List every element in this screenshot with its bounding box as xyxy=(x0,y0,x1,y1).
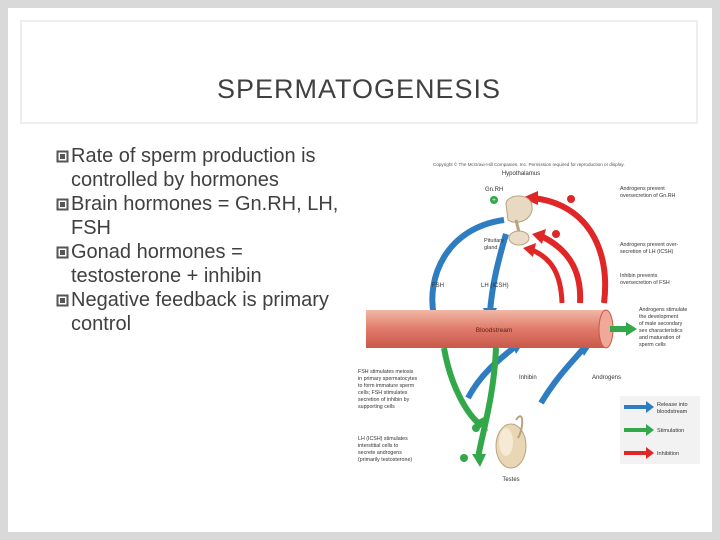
bullet-item: Negative feedback is primary control xyxy=(56,288,357,336)
plus-sign-icon xyxy=(460,454,468,462)
pituitary-gland-shape xyxy=(508,230,530,246)
androgens-stimulate-line-4: sex characteristics xyxy=(639,328,683,334)
androgen-stimulation-arrowhead-icon xyxy=(626,322,637,336)
slide-title: SPERMATOGENESIS xyxy=(216,74,502,104)
checkbox-bullet-icon xyxy=(56,294,69,307)
lh-text-line-3: secrete androgens xyxy=(358,450,402,456)
legend-inhibition-label: Inhibition xyxy=(657,451,679,457)
plus-sign-icon xyxy=(472,424,480,432)
fsh-label: FSH xyxy=(432,283,444,289)
androgens-label: Androgens xyxy=(592,375,621,381)
androgens-gnrh-line-2: oversecretion of Gn.RH xyxy=(620,193,676,199)
hypothalamus-label: Hypothalamus xyxy=(502,171,540,177)
androgen-release-arrow xyxy=(538,346,587,405)
hormone-feedback-diagram: Copyright © The McGraw-Hill Companies, I… xyxy=(356,158,702,484)
checkbox-bullet-icon xyxy=(56,198,69,211)
bullet-text: Negative feedback is primary control xyxy=(71,289,329,335)
androgens-lh-line-1: Androgens prevent over- xyxy=(620,242,679,248)
inhibin-label: Inhibin xyxy=(519,375,537,381)
fsh-release-arrow xyxy=(429,217,505,317)
androgens-lh-line-2: secretion of LH (ICSH) xyxy=(620,249,674,255)
fsh-inhibition-arrowhead-icon xyxy=(523,243,536,257)
lh-text-line-2: interstitial cells to xyxy=(358,443,398,449)
fsh-text-line-5: secretion of inhibin by xyxy=(358,397,410,403)
copyright-text: Copyright © The McGraw-Hill Companies, I… xyxy=(433,161,625,167)
bullet-text: Brain hormones = Gn.RH, LH, FSH xyxy=(71,193,339,239)
lh-inhibition-arrow xyxy=(539,233,584,304)
checkbox-bullet-icon xyxy=(56,246,69,259)
bullet-item: Gonad hormones = testosterone + inhibin xyxy=(56,240,357,288)
bullet-text: Rate of sperm production is controlled b… xyxy=(71,145,316,191)
legend-stimulation-label: Stimulation xyxy=(657,428,684,434)
inhibin-prevents-line-2: oversecretion of FSH xyxy=(620,280,670,286)
minus-sign-icon xyxy=(567,195,575,203)
fsh-text-line-2: in primary spermatocytes xyxy=(358,376,418,382)
androgens-stimulate-line-6: sperm cells xyxy=(639,342,666,348)
lh-text-line-4: (primarily testosterone) xyxy=(358,457,412,463)
bullet-item: Brain hormones = Gn.RH, LH, FSH xyxy=(56,192,357,240)
gnrh-inhibition-arrowhead-icon xyxy=(522,191,538,205)
fsh-text-line-4: cells; FSH stimulates xyxy=(358,390,408,396)
bullet-item: Rate of sperm production is controlled b… xyxy=(56,144,357,192)
lh-release-arrow xyxy=(487,233,509,313)
gnrh-label: Gn.RH xyxy=(485,187,503,193)
androgens-gnrh-line-1: Androgens prevent xyxy=(620,186,665,192)
legend-stimulation-arrow-icon xyxy=(624,424,654,436)
bullet-list: Rate of sperm production is controlled b… xyxy=(56,144,357,336)
hypothalamus-shape xyxy=(505,195,533,223)
lh-text-line-1: LH (ICSH) stimulates xyxy=(358,436,408,442)
androgens-stimulate-line-3: of male secondary xyxy=(639,321,683,327)
androgens-stimulate-line-1: Androgens stimulate xyxy=(639,307,687,313)
legend-release-line-2: bloodstream xyxy=(657,409,688,415)
inhibin-release-arrow xyxy=(465,343,518,400)
androgens-stimulate-line-5: and maturation of xyxy=(639,335,681,341)
checkbox-bullet-icon xyxy=(56,150,69,163)
testes-highlight xyxy=(499,428,513,456)
minus-sign-icon xyxy=(552,230,560,238)
pituitary-label-1: Pituitary xyxy=(484,238,504,244)
fsh-text-line-6: supporting cells xyxy=(358,404,395,410)
title-box: SPERMATOGENESIS xyxy=(20,20,698,124)
legend-release-line-1: Release into xyxy=(657,402,688,408)
bullet-text: Gonad hormones = testosterone + inhibin xyxy=(71,241,262,287)
epididymis-shape xyxy=(515,415,524,439)
inhibin-prevents-line-1: Inhibin prevents xyxy=(620,273,658,279)
plus-sign-glyph: + xyxy=(492,198,496,204)
diagram-svg: Copyright © The McGraw-Hill Companies, I… xyxy=(356,158,702,484)
pituitary-label-2: gland xyxy=(484,245,497,251)
lh-inhibition-arrowhead-icon xyxy=(532,229,546,244)
lh-stimulation-arrow xyxy=(475,347,499,459)
fsh-text-line-3: to form immature sperm xyxy=(358,383,415,389)
fsh-text-line-1: FSH stimulates meiosis xyxy=(358,369,414,375)
legend-release-arrow-icon xyxy=(624,401,654,413)
androgens-stimulate-line-2: the development xyxy=(639,314,679,320)
plus-sign-icon xyxy=(490,196,498,204)
testes-label: Testes xyxy=(502,477,519,483)
gnrh-inhibition-arrow xyxy=(531,195,609,304)
lh-stimulation-arrowhead-icon xyxy=(472,454,486,467)
bloodstream-label: Bloodstream xyxy=(476,327,513,334)
lh-label: LH (ICSH) xyxy=(481,283,509,289)
legend-inhibition-arrow-icon xyxy=(624,447,654,459)
pituitary-stalk xyxy=(514,219,521,233)
bloodstream-tube xyxy=(366,310,606,348)
fsh-inhibition-arrow xyxy=(530,247,565,304)
